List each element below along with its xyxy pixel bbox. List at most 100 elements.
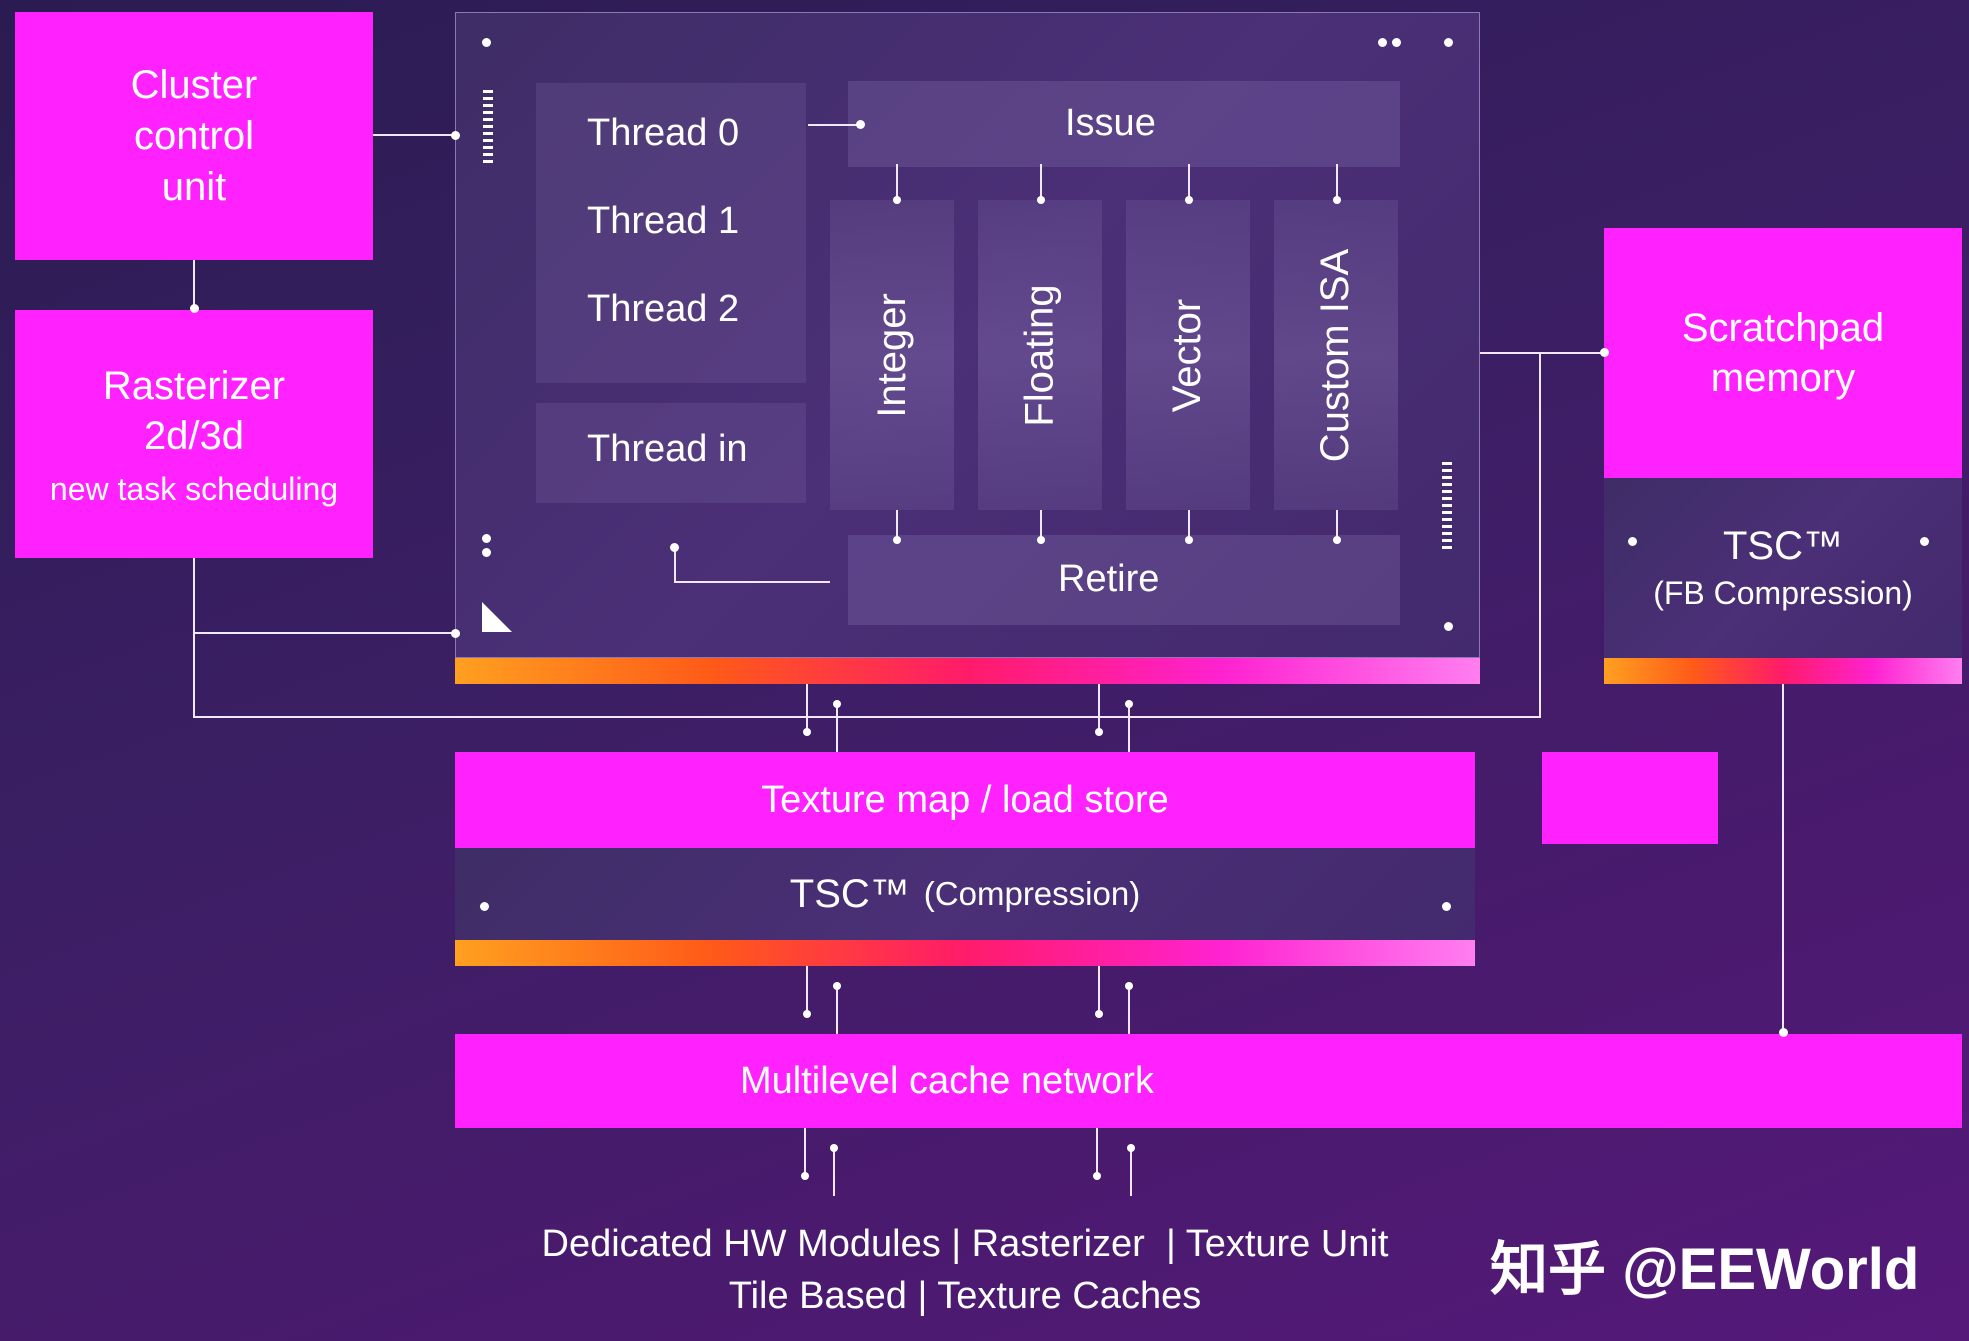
scratchpad-gradient-bar <box>1604 658 1962 684</box>
cluster-control-line-3: unit <box>161 164 227 209</box>
footer-line-2: Tile Based | Texture Caches <box>728 1275 1202 1317</box>
thread-group-box <box>536 83 806 383</box>
bottom-bus-line <box>193 716 1541 718</box>
thread-1-label: Thread 1 <box>587 200 740 242</box>
texture-gradient-bar <box>455 940 1475 966</box>
scratchpad-memory-block: Scratchpad memory <box>1604 228 1962 478</box>
cache-footer-conn <box>1093 1128 1101 1180</box>
corner-dot <box>482 548 491 557</box>
corner-dot <box>1444 38 1453 47</box>
corner-dot <box>482 38 491 47</box>
comb-decoration <box>1442 462 1452 552</box>
texture-cache-conn <box>1095 966 1103 1018</box>
rasterizer-line-2: 2d/3d <box>143 413 245 458</box>
rasterizer-down-line <box>193 558 195 718</box>
core-to-scratchpad-line <box>1480 352 1604 354</box>
scratchpad-to-cache-line <box>1782 684 1784 1034</box>
retire-tick-vector <box>1185 510 1193 544</box>
small-magenta-block <box>1542 752 1718 844</box>
texture-cache-conn <box>1125 982 1133 1034</box>
tsc-fb-title: TSC™ <box>1722 524 1843 568</box>
tsc-compression-dot <box>480 902 489 911</box>
integer-unit-label: Integer <box>869 292 914 418</box>
rasterizer-block: Rasterizer 2d/3d new task scheduling <box>15 310 373 558</box>
cache-footer-conn <box>801 1128 809 1180</box>
rasterizer-to-core-line <box>193 632 455 634</box>
footer-text: Dedicated HW Modules | Rasterizer | Text… <box>455 1218 1475 1322</box>
texture-map-block: Texture map / load store <box>455 752 1475 848</box>
cluster-to-core-dot <box>451 131 460 140</box>
integer-unit: Integer <box>830 200 954 510</box>
right-bus-vertical <box>1539 352 1541 718</box>
thread-0-label: Thread 0 <box>587 112 740 154</box>
core-to-scratchpad-dot <box>1600 348 1609 357</box>
multilevel-cache-block: Multilevel cache network <box>455 1034 1962 1128</box>
retire-label: Retire <box>1058 558 1160 600</box>
thread0-connector-dot <box>856 120 865 129</box>
tsc-compression-subtitle: (Compression) <box>923 875 1141 912</box>
corner-dot <box>1392 38 1401 47</box>
retire-box <box>848 535 1400 625</box>
watermark: 知乎 @EEWorld <box>1490 1237 1920 1302</box>
scratchpad-line-1: Scratchpad <box>1681 306 1885 350</box>
corner-triangle-icon <box>482 602 512 632</box>
issue-box <box>848 81 1400 167</box>
tsc-fb-dot <box>1628 537 1637 546</box>
thread-in-connector-dot <box>670 543 679 552</box>
cache-footer-conn <box>1127 1144 1135 1196</box>
thread-in-box <box>536 403 806 503</box>
texture-map-label: Texture map / load store <box>761 778 1169 821</box>
texture-cache-conn <box>803 966 811 1018</box>
multilevel-cache-label: Multilevel cache network <box>740 1059 1154 1102</box>
tsc-fb-dot <box>1920 537 1929 546</box>
thread-2-label: Thread 2 <box>587 288 740 330</box>
tsc-fb-panel: TSC™ (FB Compression) <box>1604 478 1962 658</box>
core-texture-conn <box>1125 700 1133 752</box>
thread-in-label: Thread in <box>587 428 748 470</box>
vector-unit: Vector <box>1126 200 1250 510</box>
thread-in-connector-h <box>674 581 830 583</box>
vector-unit-label: Vector <box>1165 298 1210 412</box>
corner-dot <box>1378 38 1387 47</box>
retire-tick-custom <box>1333 510 1341 544</box>
scratchpad-line-2: memory <box>1710 356 1856 400</box>
cluster-control-unit-block: Cluster control unit <box>15 12 373 260</box>
cluster-to-core-line <box>373 134 455 136</box>
cluster-control-line-2: control <box>133 113 255 158</box>
issue-tick-vector <box>1185 164 1193 204</box>
issue-label: Issue <box>1065 102 1156 144</box>
texture-cache-conn <box>833 982 841 1034</box>
custom-isa-unit-label: Custom ISA <box>1313 248 1358 462</box>
rasterizer-line-1: Rasterizer <box>102 363 286 408</box>
rasterizer-to-core-dot <box>451 629 460 638</box>
issue-tick-custom <box>1333 164 1341 204</box>
issue-tick-integer <box>893 164 901 204</box>
cluster-to-rasterizer-line <box>193 260 195 310</box>
tsc-compression-dot <box>1442 902 1451 911</box>
core-gradient-bar <box>455 658 1480 684</box>
rasterizer-line-3: new task scheduling <box>49 470 339 507</box>
footer-line-1: Dedicated HW Modules | Rasterizer | Text… <box>541 1223 1389 1265</box>
core-texture-conn <box>1095 684 1103 736</box>
retire-tick-floating <box>1037 510 1045 544</box>
core-texture-conn <box>833 700 841 752</box>
tsc-compression-title: TSC™ <box>789 871 910 916</box>
cluster-to-rasterizer-dot <box>190 304 199 313</box>
thread-in-connector-v <box>674 548 676 582</box>
corner-dot <box>482 534 491 543</box>
tsc-fb-subtitle: (FB Compression) <box>1653 575 1913 611</box>
issue-tick-floating <box>1037 164 1045 204</box>
core-panel <box>455 12 1480 658</box>
tsc-compression-panel: TSC™ (Compression) <box>455 848 1475 940</box>
floating-unit: Floating <box>978 200 1102 510</box>
scratchpad-to-cache-dot <box>1779 1028 1788 1037</box>
comb-decoration <box>483 90 493 166</box>
custom-isa-unit: Custom ISA <box>1274 200 1398 510</box>
core-texture-conn <box>803 684 811 736</box>
cache-footer-conn <box>830 1144 838 1196</box>
thread0-connector <box>808 124 860 126</box>
floating-unit-label: Floating <box>1017 283 1062 427</box>
retire-tick-integer <box>893 510 901 544</box>
cluster-control-line-1: Cluster <box>130 62 258 107</box>
corner-dot <box>1444 622 1453 631</box>
